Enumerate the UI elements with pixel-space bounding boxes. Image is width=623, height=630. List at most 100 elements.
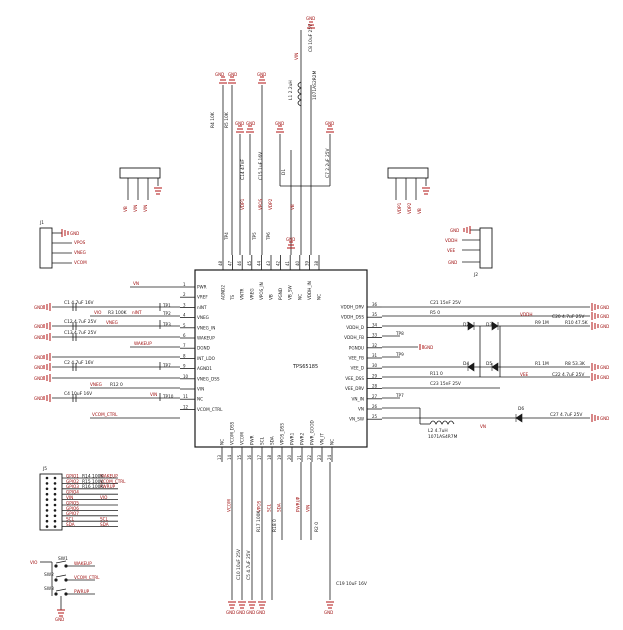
j5-resistor: R15 100K — [82, 479, 103, 485]
inductor-l2: L2 4.7uH — [428, 428, 448, 434]
sw3-net: PWRUP — [74, 589, 90, 594]
ic-right-pin-name: VN_IN — [352, 396, 364, 401]
right-circuitry: C21 15nF 25V C20 4.7uF 25V R5 0 D2 D3 VD… — [382, 300, 609, 440]
bottom-net-label: PWRUP — [296, 496, 301, 512]
ic-left-pin-name: WAKEUP — [197, 336, 215, 341]
tp1-label: TP1 — [162, 303, 171, 308]
tp5-label: TP5 — [252, 232, 257, 241]
svg-text:GND: GND — [600, 375, 609, 380]
ic-top-pin-name: VB — [269, 294, 274, 300]
res-r4: R4 10K — [210, 112, 216, 128]
inductor-l2-part: 1071AS4R7M — [428, 434, 458, 440]
tp6-label: TP6 — [266, 232, 271, 241]
cap-c20: C20 4.7uF 25V — [552, 314, 584, 320]
ic-bottom-pin-num: 20 — [287, 454, 292, 460]
cap-c15: C15 1uF 16V — [258, 152, 264, 180]
ic-left-pin-name: VREF — [197, 295, 208, 300]
connector-j2: J2 VDDH VEE GND GND — [445, 226, 493, 278]
net-vn-right: VN — [480, 424, 486, 429]
svg-text:GND: GND — [600, 305, 609, 310]
j5-pin-label: SCL — [66, 517, 75, 522]
ic-right-pin-name: VEE_D — [351, 366, 364, 371]
svg-text:GND: GND — [34, 376, 43, 381]
j5-resistor: R14 100K — [82, 473, 103, 479]
svg-text:GND: GND — [306, 16, 315, 21]
connector-j1: J1 GND VPOS VNEG VCOM — [39, 220, 87, 269]
ic-right-pin-name: PGNDU — [349, 345, 364, 350]
ic-right-pin-name: VEE_FB — [348, 356, 364, 361]
ic-left-pin-name: NC — [197, 397, 203, 402]
ic-right-pin-name: VDDH_DSS — [341, 315, 364, 320]
svg-text:VDDH: VDDH — [445, 238, 457, 243]
bottom-part-label: R18 0 — [272, 519, 278, 532]
net-vdp1: VDP1 — [240, 198, 245, 210]
svg-text:GND: GND — [600, 365, 609, 370]
diode-d2: D2 — [463, 322, 469, 328]
ic-left-pin-name: VNEG_IN — [197, 325, 215, 330]
bottom-net-label: VCOM — [227, 499, 232, 512]
svg-text:VPOS: VPOS — [74, 240, 86, 245]
svg-text:GND: GND — [246, 610, 255, 615]
ic-bottom-pin-num: 19 — [277, 454, 282, 460]
svg-text:GND: GND — [600, 314, 609, 319]
svg-text:GND: GND — [236, 610, 245, 615]
ic-top-pin-num: 41 — [285, 260, 290, 266]
svg-text:GND: GND — [257, 72, 266, 77]
res-r8: R8 53.3K — [565, 361, 585, 367]
res-r11: R11 0 — [430, 371, 443, 377]
ic-right-pin-num: 32 — [372, 343, 378, 348]
net-vneg-left2: VNEG — [90, 382, 102, 387]
j5-pin-label: VIN — [66, 495, 73, 500]
svg-text:VNEG: VNEG — [74, 250, 86, 255]
bottom-part-label: C19 10uF 16V — [336, 581, 367, 587]
net-vee-right: VEE — [520, 372, 529, 377]
ic-bottom-pin-name: NC — [220, 439, 225, 445]
ic-top-pin-name: VPOS_IN — [259, 282, 264, 300]
inductor-l1-part: 1071AS2R2M — [312, 70, 318, 100]
net-nint: nINT — [132, 310, 142, 315]
ic-top-pin-num: 43 — [266, 260, 271, 266]
bottom-net-label: SCL — [267, 503, 272, 512]
ic-top-pin-num: 44 — [256, 260, 261, 266]
ic-top-pin-name: VDDH_IN — [307, 281, 312, 300]
net-vin-top: VIN — [294, 53, 299, 60]
ic-right-pin-num: 36 — [372, 302, 378, 307]
svg-text:GND: GND — [34, 355, 43, 360]
ic-top-pin-name: NC — [297, 294, 302, 300]
res-r3: R3 100K — [108, 310, 127, 316]
ic-left-pin-name: VNEG_DSS — [197, 376, 220, 381]
j5-pin-label: GPIO5 — [66, 500, 79, 505]
svg-text:GND: GND — [246, 121, 255, 126]
ic-bottom-pin-name: SCL — [260, 436, 265, 445]
ic-top-pin-name: PGND — [278, 288, 283, 300]
j5-pin-label: GPIO1 — [66, 473, 79, 478]
ic-bottom-pin-name: PWR2 — [300, 432, 305, 445]
ic-left-pin-num: 10 — [183, 374, 189, 379]
ic-bottom-pin-name: VN_IT — [320, 433, 325, 445]
svg-text:GND: GND — [228, 72, 237, 77]
svg-text:GND: GND — [600, 416, 609, 421]
res-r9: R9 1M — [535, 320, 549, 326]
svg-text:VCOM: VCOM — [74, 260, 87, 265]
res-r5-top: R5 10K — [224, 112, 230, 128]
ic-top-pin-num: 38 — [314, 260, 319, 266]
net-vin-left: VIN — [150, 392, 157, 397]
cap-c1: C1 4.7uF 16V — [64, 300, 94, 306]
ic-top-pin-num: 40 — [295, 260, 300, 266]
ic-right-pin-num: 26 — [372, 404, 378, 409]
sw1-net: WAKEUP — [74, 561, 92, 566]
net-vddh-right: VDDH — [520, 312, 532, 317]
ic-bottom-pin-num: 21 — [297, 454, 302, 460]
ic-right-pin-num: 31 — [372, 353, 378, 358]
net-vneg-left: VNEG — [106, 320, 118, 325]
net-vdp2: VDP2 — [268, 198, 273, 210]
bottom-net-label: VIN — [306, 505, 311, 512]
ic-left-pin-num: 3 — [183, 302, 186, 307]
svg-text:GND: GND — [450, 228, 459, 233]
ic-left-pin-num: 9 — [183, 364, 186, 369]
switches: VIO SW1 SW2 SW3 WAKEUP VCOM_CTRL PWRUP G… — [30, 556, 100, 622]
ic-left-pin-name: INT_LDO — [197, 356, 216, 361]
ic-top-pin-name: AGND2 — [221, 285, 226, 300]
